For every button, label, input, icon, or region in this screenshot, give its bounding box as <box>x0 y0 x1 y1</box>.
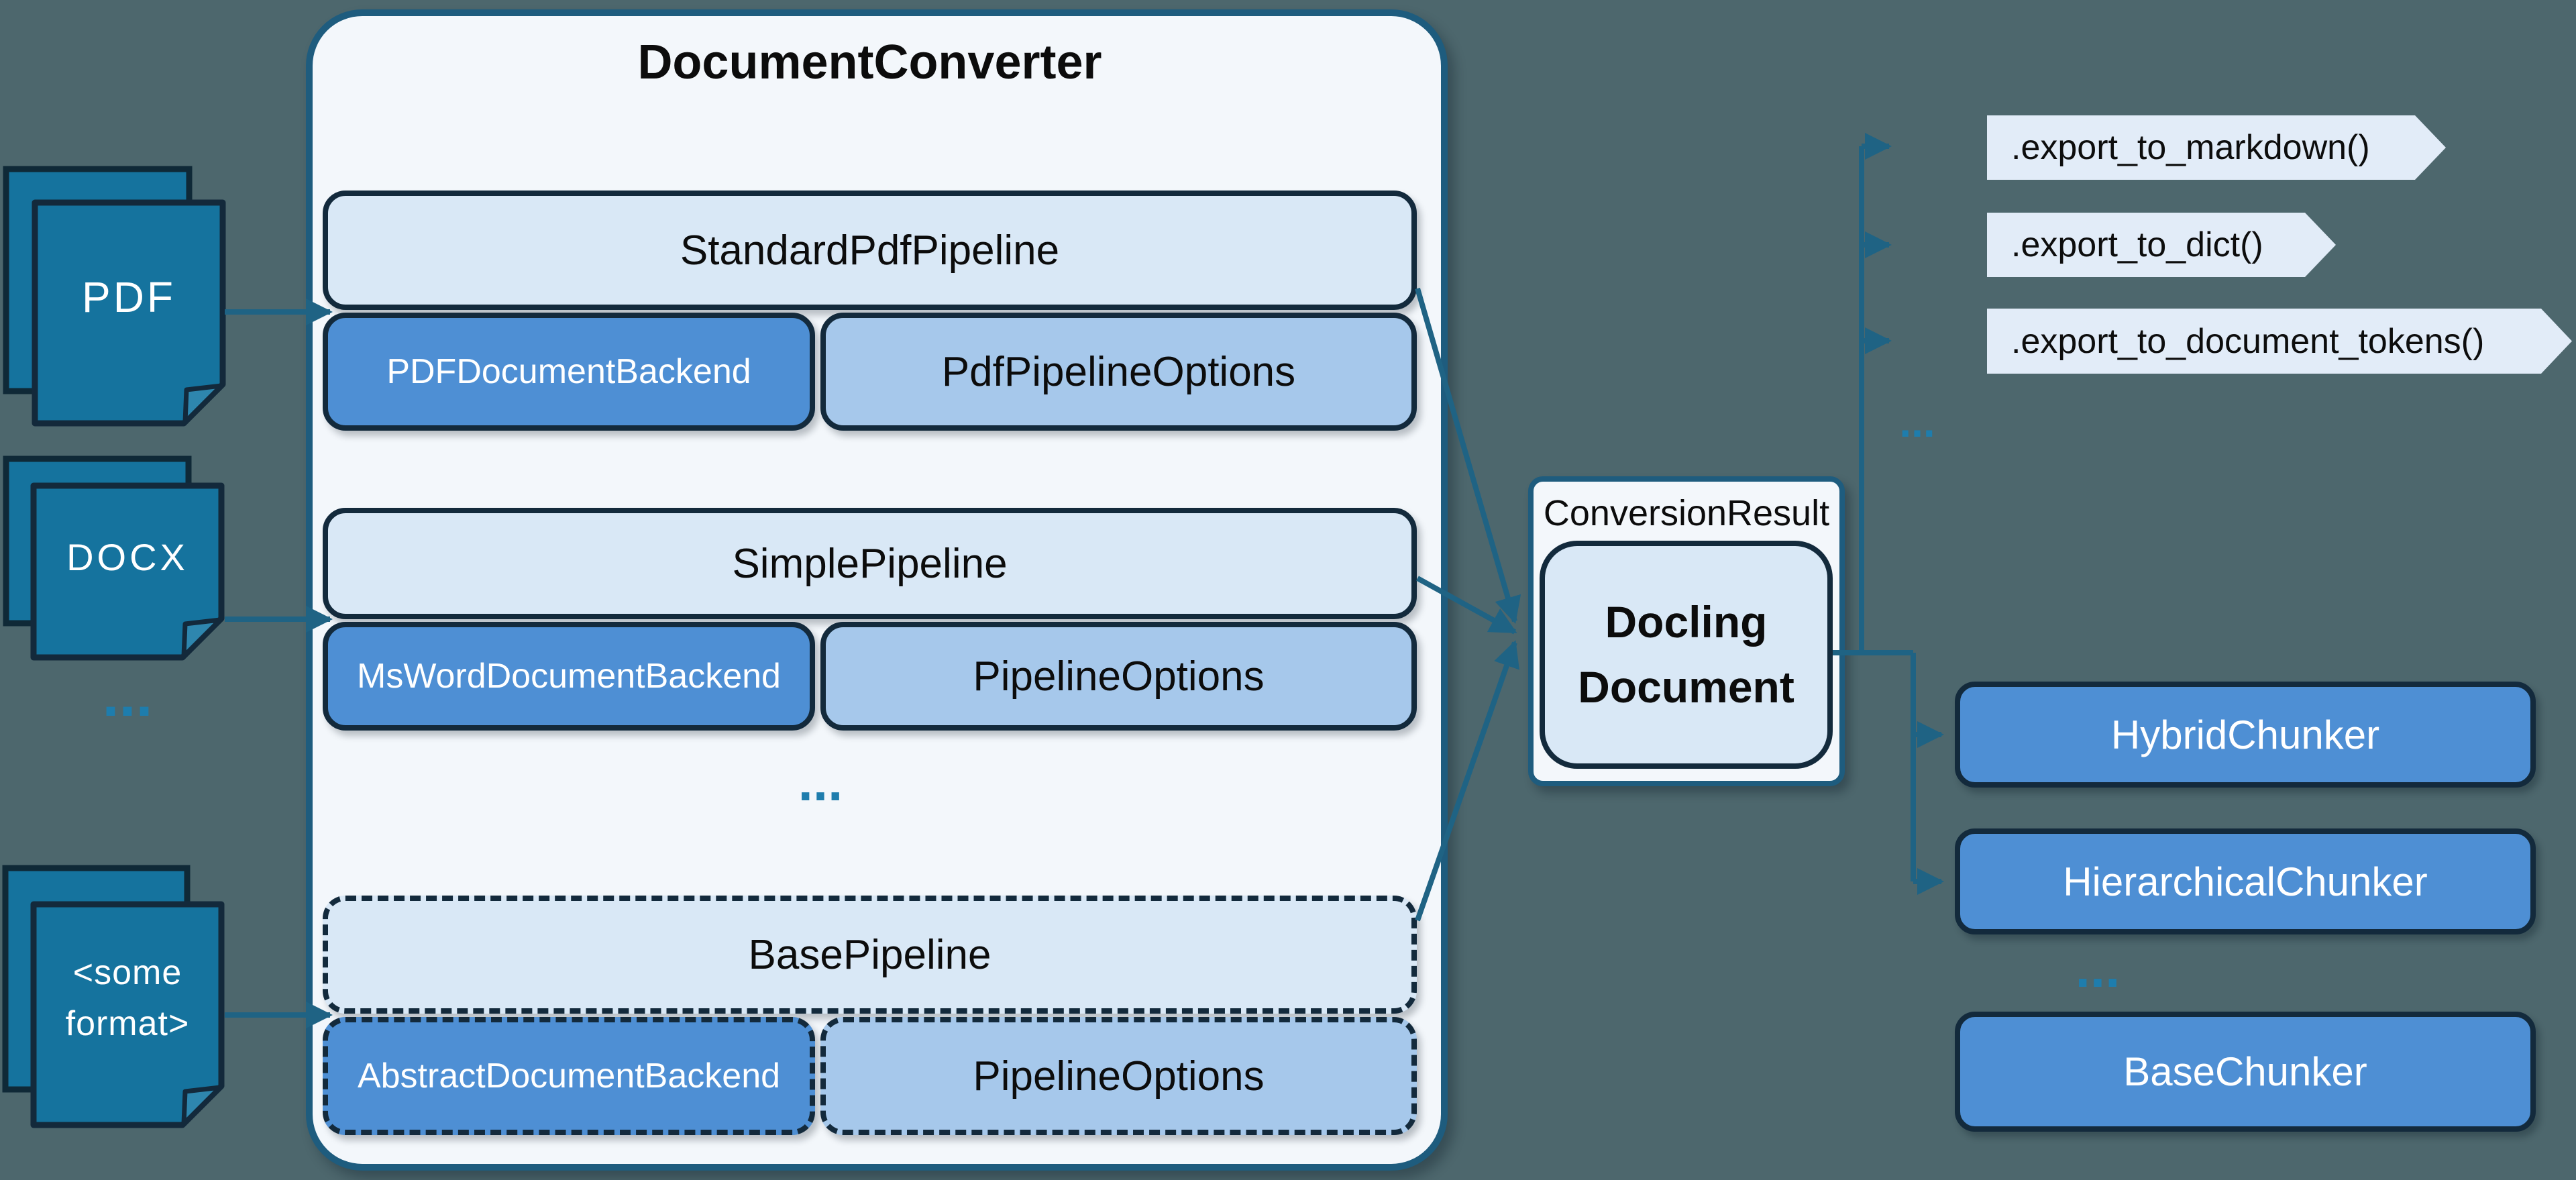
pdf-document-icon <box>3 166 226 427</box>
backend-abstract-document: AbstractDocumentBackend <box>323 1017 815 1135</box>
base-chunker-box: BaseChunker <box>1955 1012 2536 1132</box>
chunkers-ellipsis: ... <box>2075 938 2121 998</box>
docling-document-box: Docling Document <box>1540 541 1833 769</box>
some-format-label: <some format> <box>34 947 221 1049</box>
pipeline-standard-pdf: StandardPdfPipeline <box>323 191 1417 310</box>
standard-pipeline-to-result-arrow <box>1415 287 1521 624</box>
hybrid-chunker-box: HybridChunker <box>1955 682 2536 788</box>
backend-msword-document: MsWordDocumentBackend <box>323 622 815 731</box>
conversion-result-label: ConversionResult <box>1543 493 1830 533</box>
simple-pipeline-to-result-arrow <box>1416 576 1517 635</box>
docling-line1: Docling <box>1605 597 1768 647</box>
export-to-dict-chevron: .export_to_dict() <box>1987 213 2336 277</box>
docx-document-icon <box>3 455 225 661</box>
some-format-line2: format> <box>65 1004 190 1043</box>
options-pipeline: PipelineOptions <box>820 622 1417 731</box>
export-to-document-tokens-chevron: .export_to_document_tokens() <box>1987 309 2572 374</box>
exports-ellipsis: ... <box>1899 398 1935 446</box>
converter-ellipsis: ... <box>798 752 843 812</box>
sources-ellipsis: ... <box>102 662 153 729</box>
hierarchical-chunker-box: HierarchicalChunker <box>1955 828 2536 934</box>
export-to-markdown-chevron: .export_to_markdown() <box>1987 115 2446 180</box>
backend-pdf-document: PDFDocumentBackend <box>323 313 815 431</box>
base-pipeline-to-result-arrow <box>1415 640 1519 922</box>
docling-line2: Document <box>1578 662 1794 712</box>
pdf-label: PDF <box>82 273 176 321</box>
pipeline-simple: SimplePipeline <box>323 508 1417 619</box>
options-pipeline-base: PipelineOptions <box>820 1017 1417 1135</box>
pipeline-base: BasePipeline <box>323 896 1417 1014</box>
some-format-document-icon <box>2 865 225 1128</box>
document-converter-title: DocumentConverter <box>637 36 1102 89</box>
docling-document-label: Docling Document <box>1578 590 1794 720</box>
options-pdf-pipeline: PdfPipelineOptions <box>820 313 1417 431</box>
some-format-line1: <some <box>72 953 182 992</box>
docx-label: DOCX <box>66 536 189 578</box>
